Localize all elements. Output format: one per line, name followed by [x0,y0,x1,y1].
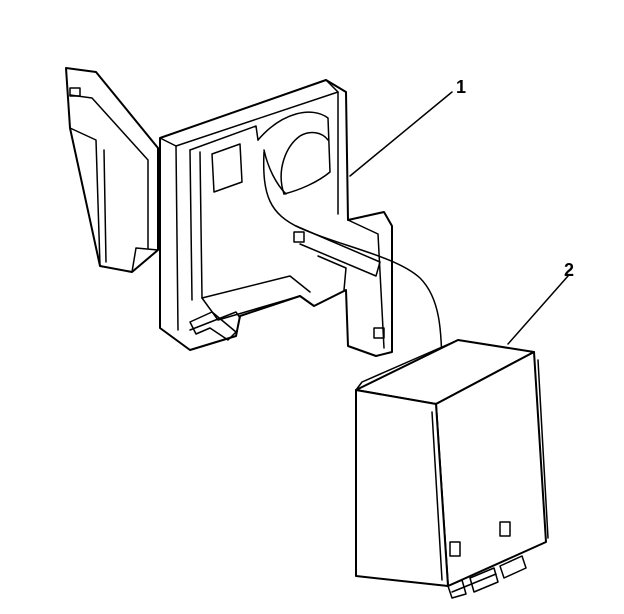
wiring-harness [262,151,443,377]
control-module [355,339,549,599]
mounting-bracket [65,67,393,357]
bracket-left-flange [65,67,159,273]
callout-1-leader [349,91,453,177]
callout-2: 2 [507,260,574,345]
module-front-face [355,389,449,587]
callout-2-label: 2 [564,260,574,280]
callout-2-leader [507,275,569,345]
callout-1-label: 1 [456,77,466,97]
callout-1: 1 [349,77,466,177]
bracket-back-plate [159,79,393,357]
